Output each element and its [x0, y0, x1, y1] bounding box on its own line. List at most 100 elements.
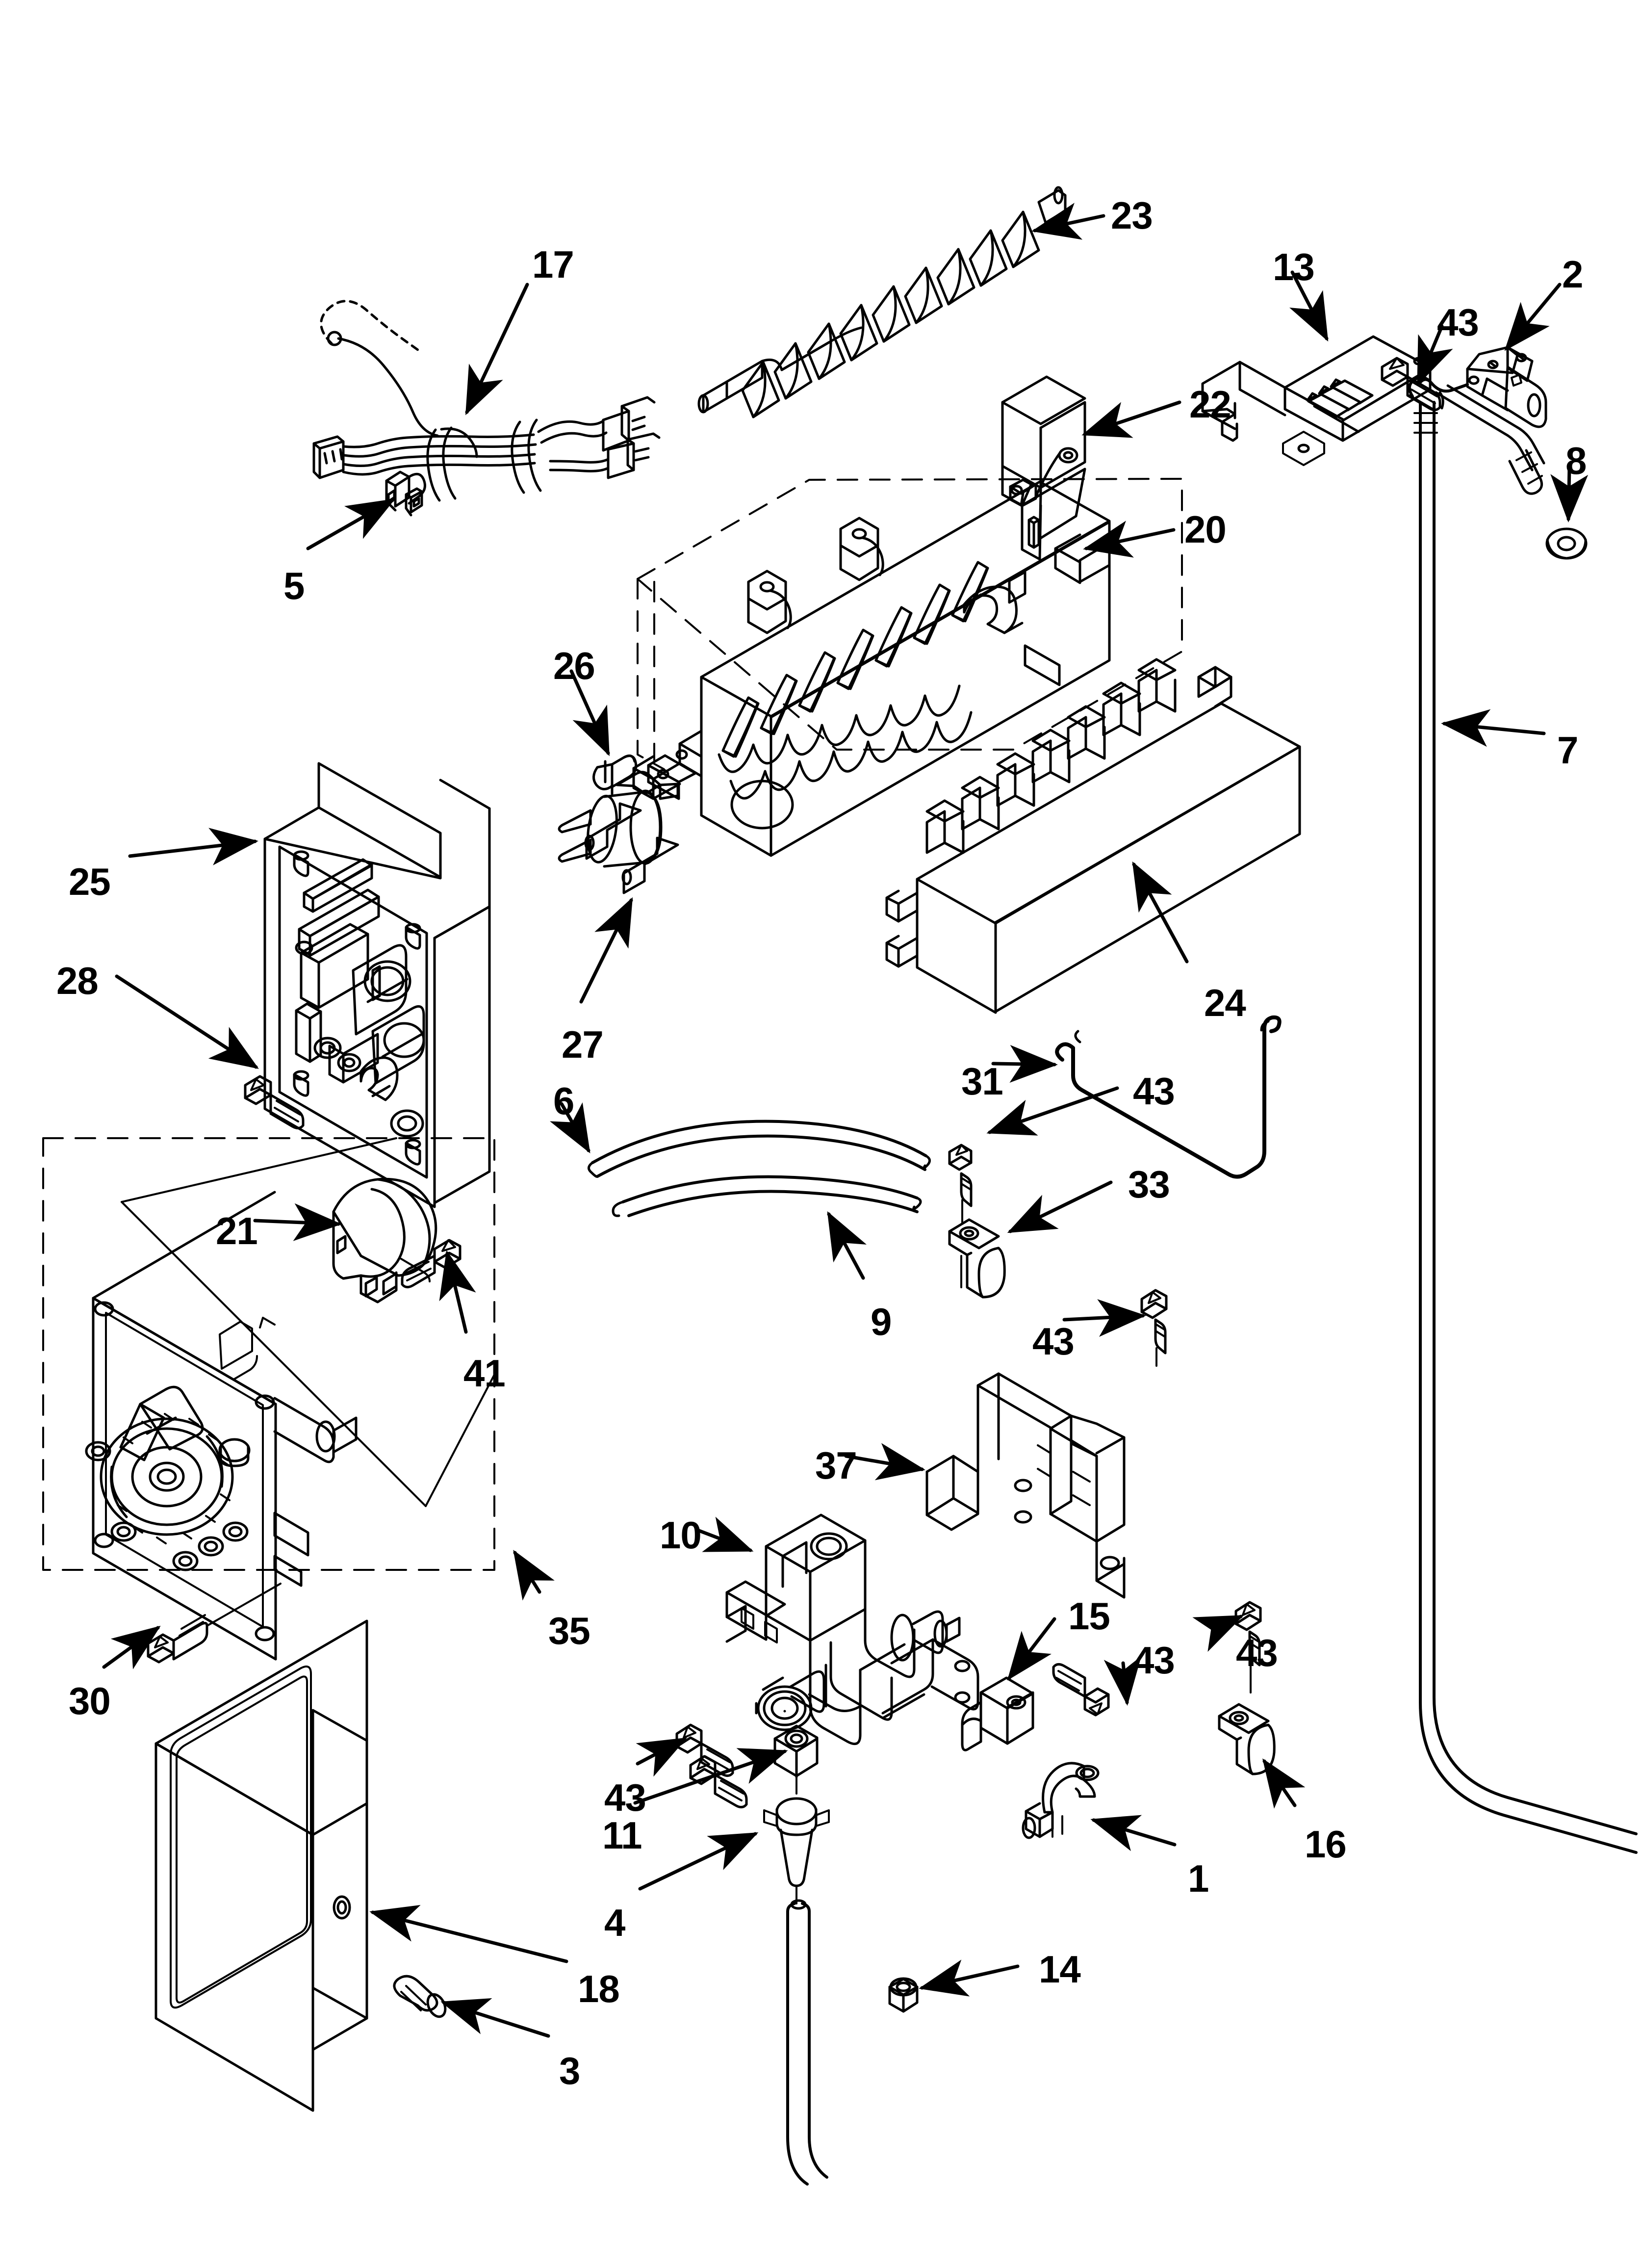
- leader-43c: [1062, 1299, 1146, 1337]
- callout-number-washer: 8: [1565, 439, 1587, 482]
- callout-number-icemaker-module-housing: 25: [69, 860, 111, 903]
- water-line-top-connector: [1408, 376, 1545, 495]
- callout-number-push-plug: 3: [559, 2049, 580, 2092]
- leader-9: [827, 1211, 867, 1280]
- callout-number-gear-motor-assembly: 35: [548, 1609, 590, 1652]
- callout-number-ice-stripper: 24: [1204, 981, 1246, 1024]
- ice-mold-part: [584, 480, 1111, 894]
- leader-30: [102, 1625, 161, 1669]
- leader-15: [1007, 1617, 1056, 1681]
- leader-31: [991, 1045, 1058, 1083]
- icemaker-module-housing-part: [263, 762, 491, 1208]
- callout-number-nut: 14: [1039, 1948, 1081, 1991]
- leader-14: [919, 1959, 1020, 1997]
- leader-8: [1550, 464, 1589, 522]
- tube-clip-part-15: [961, 1676, 1034, 1751]
- water-fill-tube-housing-part: [1466, 346, 1547, 428]
- callout-number-screw: 43: [1437, 301, 1479, 344]
- callout-number-tube-clamp: 33: [1128, 1163, 1170, 1206]
- ice-mold-assembly-boundary: [637, 478, 1183, 770]
- leader-7: [1441, 709, 1546, 747]
- callout-number-compression-nut: 11: [602, 1814, 642, 1857]
- callout-number-water-tube: 9: [871, 1300, 892, 1343]
- water-inlet-valve-part: [725, 1513, 979, 1746]
- leader-21: [253, 1203, 342, 1241]
- leader-6: [550, 1102, 590, 1154]
- callout-number-screw: 28: [56, 959, 99, 1002]
- water-tube-part-6: [588, 1120, 931, 1178]
- bail-arm-wire-part: [1055, 1015, 1282, 1179]
- ice-stripper-part: [885, 658, 1301, 1014]
- icemaker-motor-part: [558, 773, 663, 868]
- compression-nut-part: [773, 1710, 819, 1795]
- leader-13: [1289, 270, 1329, 342]
- clip-part-5: [385, 470, 426, 517]
- callout-number-water-supply-tube: 7: [1557, 729, 1578, 772]
- leader-37: [844, 1443, 925, 1481]
- washer-part: [1545, 527, 1588, 560]
- water-fill-fitting-part: [592, 754, 679, 800]
- wiring-harness-part: [312, 300, 661, 502]
- leader-5: [306, 498, 396, 550]
- water-tube-part-9: [612, 1175, 922, 1217]
- leader-43f: [636, 1737, 688, 1777]
- tube-clamp-part-33: [948, 1144, 1006, 1299]
- leader-20: [1083, 521, 1176, 558]
- leader-43d: [1103, 1656, 1142, 1706]
- water-supply-tube-part: [1419, 401, 1638, 1854]
- leader-33: [1007, 1180, 1113, 1233]
- callout-number-water-inlet-valve: 10: [660, 1513, 702, 1557]
- callout-number-screw: 43: [604, 1776, 646, 1819]
- callout-number-screw: 43: [1133, 1069, 1175, 1113]
- leader-1: [1090, 1815, 1177, 1851]
- callout-number-wiring-harness: 17: [532, 243, 574, 286]
- leader-16: [1262, 1758, 1306, 1809]
- callout-number-screw: 43: [1032, 1320, 1075, 1363]
- leader-4: [638, 1832, 759, 1891]
- callout-number-ice-mold: 20: [1184, 508, 1227, 551]
- leader-26: [569, 669, 610, 756]
- leader-11: [633, 1748, 788, 1805]
- callout-number-screw: 43: [1236, 1631, 1278, 1674]
- callout-number-tube-clip: 15: [1068, 1594, 1110, 1638]
- leader-35: [513, 1550, 555, 1601]
- callout-number-fill-cup: 22: [1189, 383, 1232, 426]
- callout-number-elbow-fitting: 1: [1188, 1857, 1209, 1900]
- callout-number-bail-arm-wire: 31: [961, 1060, 1003, 1103]
- push-plug-part: [393, 1975, 447, 2018]
- leader-28: [115, 974, 259, 1069]
- fill-cup-part: [1001, 375, 1086, 561]
- ejector-auger-part: [697, 186, 1067, 418]
- callout-number-water-valve-bracket: 37: [815, 1444, 857, 1487]
- leader-2: [1504, 283, 1562, 351]
- icemaker-cover-part: [154, 1619, 368, 2112]
- callout-number-gear-motor: 21: [216, 1209, 258, 1252]
- screw-43-mid: [1140, 1289, 1168, 1367]
- callout-number-screw: 43: [1133, 1639, 1175, 1682]
- tube-connector-part: [763, 1797, 830, 2186]
- leader-10: [694, 1516, 754, 1552]
- screw-28: [244, 1075, 305, 1129]
- callout-number-water-fill-fitting: 26: [553, 644, 595, 687]
- callout-number-screw: 41: [463, 1352, 506, 1395]
- screw-43-bottom-a: [1052, 1663, 1110, 1717]
- callout-number-icemaker-cover: 18: [578, 1967, 620, 2010]
- leader-41: [439, 1250, 476, 1334]
- leader-23: [1031, 203, 1105, 240]
- leader-27: [579, 897, 633, 1004]
- callout-number-screw: 30: [69, 1679, 111, 1722]
- callout-number-tube-clip: 16: [1305, 1823, 1347, 1866]
- callout-number-water-fill-tube-housing: 2: [1562, 253, 1583, 296]
- water-valve-bracket-part: [925, 1372, 1126, 1599]
- leader-43a: [1416, 324, 1453, 386]
- tube-clip-part-16: [1218, 1703, 1276, 1775]
- callout-number-mounting-bracket: 13: [1273, 245, 1315, 288]
- gear-motor-plate-part: [85, 1191, 358, 1661]
- leader-3: [440, 1998, 550, 2038]
- callout-number-ejector-auger: 23: [1111, 194, 1153, 237]
- callout-number-tube-connector: 4: [604, 1901, 625, 1944]
- callout-number-clip: 5: [283, 564, 305, 607]
- elbow-fitting-part: [1022, 1762, 1100, 1839]
